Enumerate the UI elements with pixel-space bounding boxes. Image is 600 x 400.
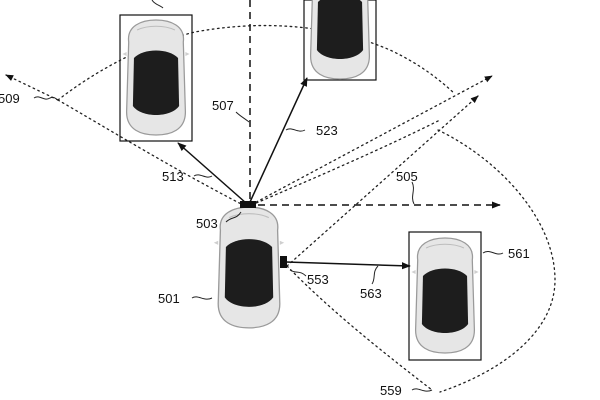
- leader-503: [225, 211, 242, 223]
- label-503: 503: [196, 216, 218, 231]
- sensor-field-boundary-559-outer: [437, 129, 556, 393]
- sensor-field-boundary-left: [57, 99, 248, 208]
- leader-561: [482, 250, 504, 255]
- vector-563: [285, 261, 411, 270]
- sensor-field-boundary-559: [286, 265, 433, 391]
- label-505: 505: [396, 169, 418, 184]
- vehicle-561: [410, 237, 480, 354]
- leader-509: [33, 96, 59, 101]
- arrow-right-mid: [286, 95, 479, 267]
- label-501: 501: [158, 291, 180, 306]
- arrow-right-upper: [246, 75, 493, 208]
- detected-vehicle-box-561: [408, 231, 482, 361]
- leader-513: [193, 174, 213, 178]
- label-561: 561: [508, 246, 530, 261]
- vector-513: [177, 142, 247, 204]
- leader-507: [235, 111, 250, 123]
- label-553: 553: [307, 272, 329, 287]
- sensor-field-boundary-right: [246, 119, 441, 208]
- leader-553: [289, 269, 307, 277]
- vector-523: [249, 77, 308, 203]
- label-509: 509: [0, 91, 20, 106]
- label-523: 523: [316, 123, 338, 138]
- ego-vehicle-501: [213, 206, 285, 329]
- label-507: 507: [212, 98, 234, 113]
- sensor-field-boundary-509: [57, 24, 456, 101]
- sensor-503: [240, 201, 256, 208]
- vehicle-upper-center: [305, 0, 375, 80]
- label-563: 563: [360, 286, 382, 301]
- leader-505: [411, 181, 415, 205]
- arrow-left-upper: [5, 74, 59, 101]
- label-559: 559: [380, 383, 402, 398]
- detected-vehicle-box-upper-center: [303, 0, 377, 81]
- sensor-553: [280, 256, 287, 268]
- label-513: 513: [162, 169, 184, 184]
- leader-top: [151, 0, 164, 9]
- leader-559: [411, 388, 433, 392]
- vehicle-upper-left: [121, 19, 191, 136]
- leader-501: [191, 296, 213, 300]
- leader-523: [285, 128, 306, 132]
- leader-563: [371, 265, 379, 285]
- detected-vehicle-box-upper-left: [119, 14, 193, 142]
